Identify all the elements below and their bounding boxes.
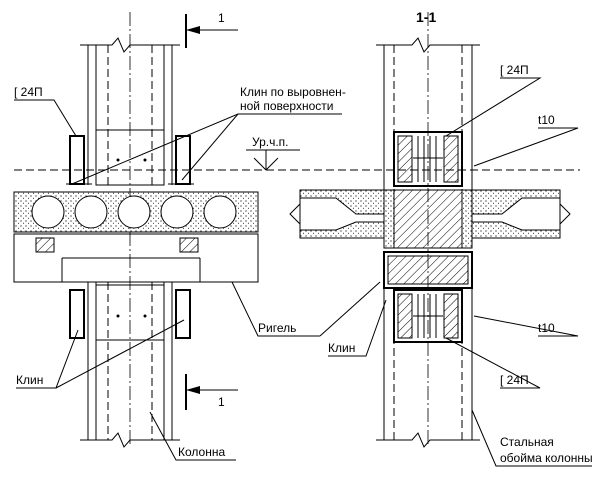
section-title: 1-1 [416,9,436,25]
lower-jacket-plate [95,284,165,341]
right-view-section-1-1: 1-1 [289,9,593,467]
floor-level-marker: Ур.ч.п. [14,135,580,171]
left-view: 1 1 Ур.ч.п. [ 24П Клин по выровнен- ной … [13,11,580,461]
hollow-core-slab [13,191,259,233]
beam-section [383,251,473,289]
upper-channel-right [175,135,191,185]
section-marker-bottom: 1 [185,374,238,410]
wedge-flat-label-1: Клин по выровнен- [240,85,346,99]
floor-level-label: Ур.ч.п. [252,135,289,149]
lower-wedge-assembly [393,289,463,343]
jacket-label-2: обойма колонны [500,451,593,465]
lower-channel-left [69,289,85,339]
upper-jacket-plate [95,129,165,186]
channel-label-right-bottom: [ 24П [500,373,529,387]
section-number-top: 1 [218,11,225,25]
wedge-label-left: Клин [16,373,43,387]
lower-channel-right [175,289,191,339]
beam-left [13,233,259,283]
upper-wedge-assembly [393,131,463,187]
section-number-bottom: 1 [218,395,225,409]
channel-label-left: [ 24П [14,85,43,99]
column-label: Колонна [178,445,225,459]
wedge-flat-label-2: ной поверхности [240,99,333,113]
section-marker-top: 1 [185,11,238,48]
jacket-label-1: Стальная [500,435,554,449]
slab-section [289,189,571,239]
beam-label: Ригель [258,321,296,335]
joint-core [393,189,463,249]
plate-label-bottom: t10 [538,321,555,335]
upper-channel-left [69,135,85,185]
plate-label-top: t10 [538,113,555,127]
wedge-label-center: Клин [328,341,355,355]
channel-label-right-top: [ 24П [500,63,529,77]
